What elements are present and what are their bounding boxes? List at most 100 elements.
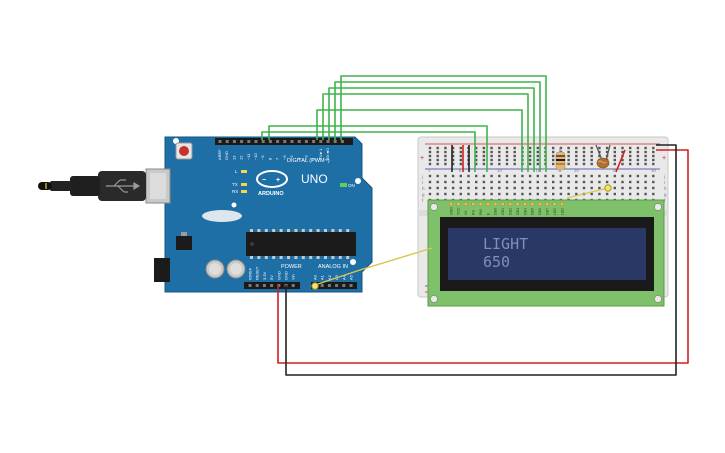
breadboard-hole[interactable] bbox=[552, 192, 555, 196]
breadboard-hole[interactable] bbox=[621, 180, 624, 184]
breadboard-hole[interactable] bbox=[552, 146, 555, 150]
breadboard-hole[interactable] bbox=[629, 150, 632, 154]
header-hole[interactable] bbox=[270, 284, 274, 287]
breadboard-hole[interactable] bbox=[536, 180, 539, 184]
breadboard-hole[interactable] bbox=[467, 192, 470, 196]
breadboard-hole[interactable] bbox=[598, 180, 601, 184]
breadboard-hole[interactable] bbox=[490, 180, 493, 184]
breadboard-hole[interactable] bbox=[528, 158, 532, 162]
breadboard-hole[interactable] bbox=[475, 180, 478, 184]
breadboard-hole[interactable] bbox=[590, 174, 593, 178]
breadboard-hole[interactable] bbox=[490, 162, 493, 166]
breadboard-hole[interactable] bbox=[536, 154, 539, 158]
breadboard-hole[interactable] bbox=[451, 180, 455, 184]
breadboard-hole[interactable] bbox=[652, 146, 655, 150]
breadboard-hole[interactable] bbox=[621, 162, 624, 166]
breadboard-hole[interactable] bbox=[505, 174, 509, 178]
breadboard-hole[interactable] bbox=[644, 192, 647, 196]
breadboard-hole[interactable] bbox=[467, 174, 470, 178]
breadboard-hole[interactable] bbox=[482, 186, 486, 190]
breadboard-hole[interactable] bbox=[428, 158, 432, 162]
breadboard-hole[interactable] bbox=[513, 154, 516, 158]
header-hole[interactable] bbox=[327, 284, 331, 287]
breadboard-hole[interactable] bbox=[567, 154, 570, 158]
breadboard-hole[interactable] bbox=[451, 158, 455, 162]
breadboard-hole[interactable] bbox=[567, 192, 570, 196]
header-hole[interactable] bbox=[262, 284, 266, 287]
breadboard-hole[interactable] bbox=[521, 186, 524, 190]
breadboard-hole[interactable] bbox=[613, 150, 616, 154]
breadboard-hole[interactable] bbox=[475, 150, 478, 154]
breadboard-hole[interactable] bbox=[428, 150, 432, 154]
breadboard-hole[interactable] bbox=[475, 192, 478, 196]
breadboard-hole[interactable] bbox=[582, 158, 586, 162]
header-hole[interactable] bbox=[326, 140, 330, 143]
breadboard-hole[interactable] bbox=[544, 174, 547, 178]
breadboard-hole[interactable] bbox=[475, 186, 478, 190]
breadboard-hole[interactable] bbox=[636, 154, 640, 158]
breadboard-hole[interactable] bbox=[613, 162, 616, 166]
breadboard-hole[interactable] bbox=[652, 158, 655, 162]
breadboard-hole[interactable] bbox=[428, 154, 432, 158]
breadboard-hole[interactable] bbox=[521, 174, 524, 178]
breadboard-hole[interactable] bbox=[505, 180, 509, 184]
breadboard-hole[interactable] bbox=[582, 186, 586, 190]
breadboard-hole[interactable] bbox=[490, 158, 493, 162]
breadboard-hole[interactable] bbox=[644, 146, 647, 150]
breadboard-hole[interactable] bbox=[590, 146, 593, 150]
breadboard-hole[interactable] bbox=[582, 146, 586, 150]
breadboard-hole[interactable] bbox=[505, 154, 509, 158]
breadboard-hole[interactable] bbox=[482, 154, 486, 158]
breadboard-hole[interactable] bbox=[459, 174, 462, 178]
breadboard-hole[interactable] bbox=[436, 158, 439, 162]
breadboard-hole[interactable] bbox=[513, 180, 516, 184]
breadboard-hole[interactable] bbox=[636, 150, 640, 154]
breadboard-hole[interactable] bbox=[451, 162, 455, 166]
breadboard-hole[interactable] bbox=[490, 150, 493, 154]
breadboard-hole[interactable] bbox=[536, 186, 539, 190]
breadboard-hole[interactable] bbox=[575, 162, 578, 166]
breadboard-hole[interactable] bbox=[575, 192, 578, 196]
breadboard-hole[interactable] bbox=[598, 192, 601, 196]
breadboard-hole[interactable] bbox=[644, 158, 647, 162]
lcd-pin[interactable] bbox=[486, 201, 491, 206]
breadboard-hole[interactable] bbox=[621, 186, 624, 190]
breadboard-hole[interactable] bbox=[428, 146, 432, 150]
breadboard-hole[interactable] bbox=[459, 180, 462, 184]
breadboard-hole[interactable] bbox=[552, 158, 555, 162]
breadboard-hole[interactable] bbox=[451, 146, 455, 150]
breadboard-hole[interactable] bbox=[528, 174, 532, 178]
breadboard-hole[interactable] bbox=[559, 192, 563, 196]
breadboard-hole[interactable] bbox=[528, 162, 532, 166]
breadboard-hole[interactable] bbox=[444, 146, 447, 150]
breadboard-hole[interactable] bbox=[590, 158, 593, 162]
breadboard-hole[interactable] bbox=[652, 150, 655, 154]
breadboard-hole[interactable] bbox=[428, 192, 432, 196]
breadboard-hole[interactable] bbox=[528, 180, 532, 184]
breadboard-hole[interactable] bbox=[582, 174, 586, 178]
breadboard-hole[interactable] bbox=[428, 180, 432, 184]
header-hole[interactable] bbox=[333, 140, 337, 143]
breadboard-hole[interactable] bbox=[444, 154, 447, 158]
breadboard-hole[interactable] bbox=[444, 158, 447, 162]
breadboard-hole[interactable] bbox=[567, 146, 570, 150]
breadboard-hole[interactable] bbox=[629, 186, 632, 190]
wire-green[interactable] bbox=[334, 81, 541, 172]
lcd-pin[interactable] bbox=[523, 201, 528, 206]
breadboard-hole[interactable] bbox=[521, 192, 524, 196]
breadboard-hole[interactable] bbox=[444, 150, 447, 154]
breadboard-hole[interactable] bbox=[459, 186, 462, 190]
header-hole[interactable] bbox=[254, 140, 258, 143]
breadboard-hole[interactable] bbox=[428, 162, 432, 166]
breadboard-hole[interactable] bbox=[513, 192, 516, 196]
breadboard-hole[interactable] bbox=[629, 158, 632, 162]
breadboard-hole[interactable] bbox=[629, 192, 632, 196]
breadboard-hole[interactable] bbox=[567, 150, 570, 154]
breadboard-hole[interactable] bbox=[536, 162, 539, 166]
breadboard-hole[interactable] bbox=[436, 146, 439, 150]
wire-yellow[interactable] bbox=[566, 187, 609, 199]
breadboard-hole[interactable] bbox=[644, 162, 647, 166]
breadboard-hole[interactable] bbox=[575, 186, 578, 190]
breadboard-hole[interactable] bbox=[590, 192, 593, 196]
